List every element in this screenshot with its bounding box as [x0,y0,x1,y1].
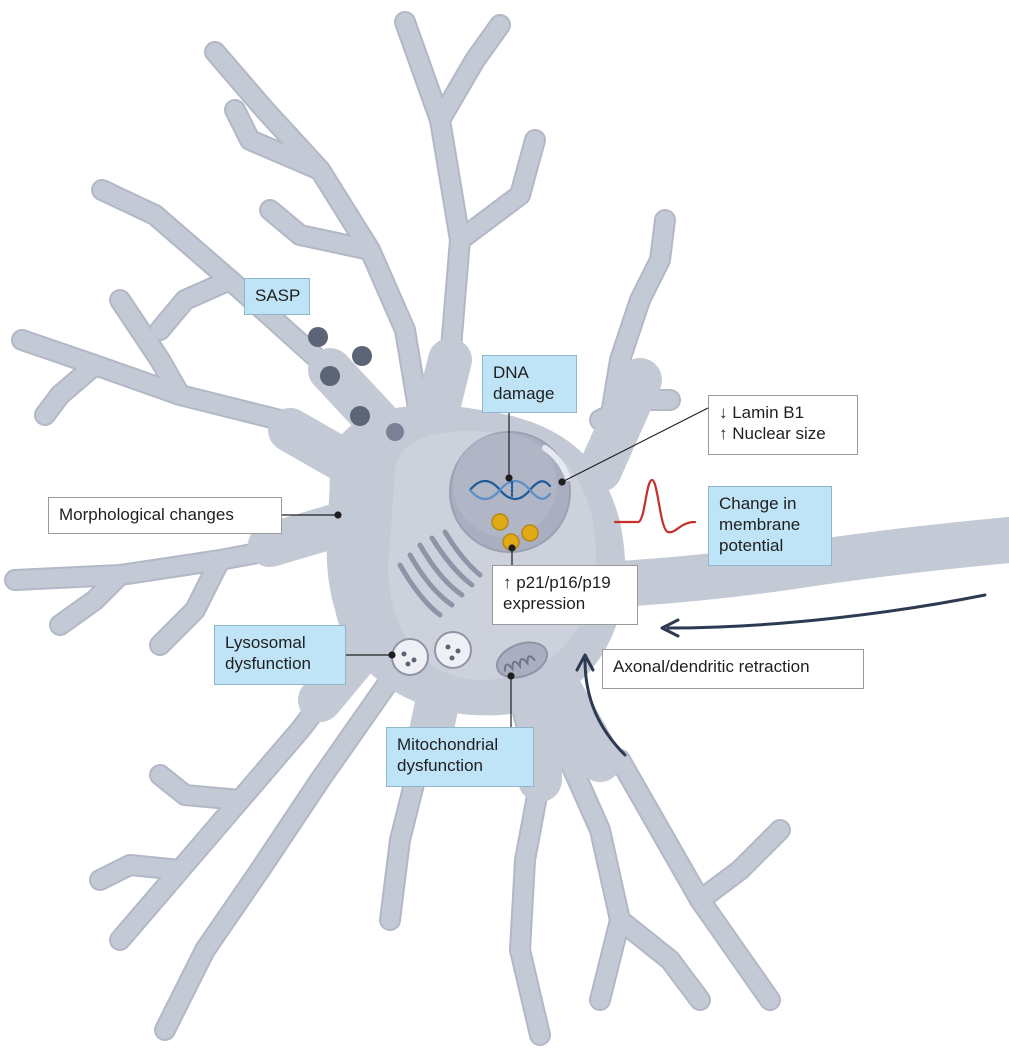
p-expression-granules [491,513,539,551]
membrane-line-2: membrane [719,515,801,534]
label-membrane-potential: Change in membrane potential [708,486,832,566]
dna-helix-icon [468,479,552,501]
membrane-line-1: Change in [719,494,797,513]
sasp-text: SASP [255,286,301,305]
label-dna-damage: DNA damage [482,355,577,413]
lysosomal-line-2: dysfunction [225,654,311,673]
label-retraction: Axonal/dendritic retraction [602,649,864,689]
membrane-line-3: potential [719,536,784,555]
mitochondrion-icon [495,641,549,679]
label-sasp: SASP [244,278,310,315]
expression-line-1: ↑ p21/p16/p19 [503,573,611,592]
leader-lines [282,407,709,727]
dna-damage-line-2: damage [493,384,555,403]
label-lamin-nuclear-size: ↓ Lamin B1 ↑ Nuclear size [708,395,858,455]
label-morphological-changes: Morphological changes [48,497,282,534]
lamin-line-1: ↓ Lamin B1 [719,403,805,422]
sasp-particles-icon [308,327,404,441]
action-potential-icon [613,478,697,534]
retraction-text: Axonal/dendritic retraction [613,657,810,676]
lamin-line-2: ↑ Nuclear size [719,424,826,443]
dna-damage-line-1: DNA [493,363,529,382]
retraction-arrow-icon [575,593,987,757]
lysosome-icon [391,631,472,676]
expression-line-2: expression [503,594,586,613]
golgi-apparatus-icon [397,529,483,618]
label-lysosomal-dysfunction: Lysosomal dysfunction [214,625,346,685]
mito-line-2: dysfunction [397,756,483,775]
lysosomal-line-1: Lysosomal [225,633,306,652]
label-mitochondrial-dysfunction: Mitochondrial dysfunction [386,727,534,787]
label-p-expression: ↑ p21/p16/p19 expression [492,565,638,625]
morphological-text: Morphological changes [59,505,234,524]
mito-line-1: Mitochondrial [397,735,499,754]
dendrites [4,11,1009,1046]
